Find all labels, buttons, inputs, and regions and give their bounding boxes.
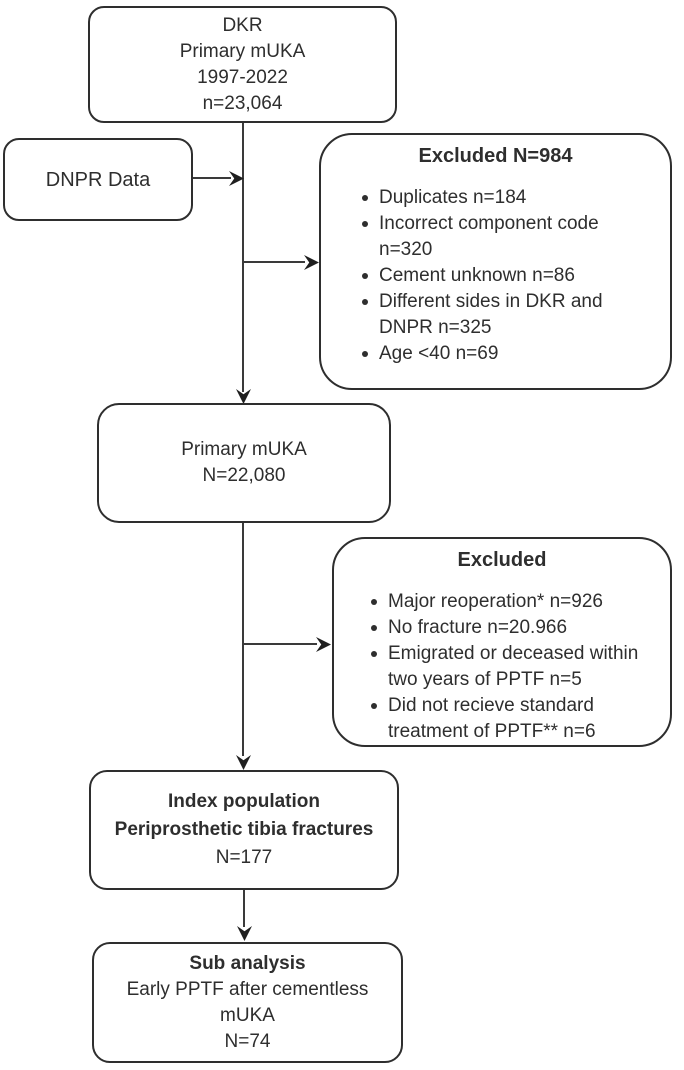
primary-muka-box: Primary mUKA N=22,080	[97, 403, 391, 523]
sub-analysis-line: mUKA	[220, 1004, 275, 1026]
excluded2-box: Excluded Major reoperation* n=926 No fra…	[332, 537, 672, 747]
excluded2-title: Excluded	[457, 549, 547, 571]
excluded2-bullet: Major reoperation* n=926	[368, 589, 650, 615]
dkr-line: n=23,064	[202, 92, 283, 114]
excluded1-bullet: Different sides in DKR and DNPR n=325	[359, 289, 641, 341]
excluded1-title: Excluded N=984	[418, 145, 573, 167]
excluded1-bullet-list: Duplicates n=184 Incorrect component cod…	[359, 185, 641, 367]
excluded1-bullet: Age <40 n=69	[359, 341, 641, 367]
index-count: N=177	[215, 847, 273, 868]
excluded1-bullet: Cement unknown n=86	[359, 263, 641, 289]
dkr-line: Primary mUKA	[179, 40, 306, 62]
dnpr-data-box: DNPR Data	[3, 138, 193, 221]
connector-dkr-to-primary	[242, 123, 244, 392]
arrowhead-into-sub-icon	[237, 926, 252, 941]
dkr-line: 1997-2022	[197, 66, 288, 88]
index-population-box: Index population Periprosthetic tibia fr…	[89, 770, 399, 890]
primary-line: Primary mUKA	[181, 439, 307, 460]
connector-to-excluded2	[244, 643, 317, 645]
sub-analysis-box: Sub analysis Early PPTF after cementless…	[92, 942, 403, 1063]
dkr-source-box: DKR Primary mUKA 1997-2022 n=23,064	[88, 6, 397, 123]
excluded2-bullet: Emigrated or deceased within two years o…	[368, 641, 650, 693]
sub-analysis-title: Sub analysis	[189, 952, 306, 974]
arrowhead-excluded1-icon	[304, 255, 319, 270]
index-title-line: Periprosthetic tibia fractures	[114, 819, 374, 840]
connector-primary-to-index	[242, 523, 244, 756]
dnpr-label: DNPR Data	[45, 168, 151, 191]
excluded1-bullet: Incorrect component code n=320	[359, 211, 641, 263]
index-title-line: Index population	[168, 791, 320, 812]
excluded2-bullet: No fracture n=20.966	[368, 615, 650, 641]
excluded1-bullet: Duplicates n=184	[359, 185, 641, 211]
sub-analysis-line: N=74	[224, 1030, 271, 1052]
excluded1-box: Excluded N=984 Duplicates n=184 Incorrec…	[319, 133, 672, 390]
arrowhead-into-index-icon	[236, 755, 251, 770]
dkr-line: DKR	[222, 14, 263, 36]
connector-dnpr-to-mainline	[193, 177, 231, 179]
arrowhead-excluded2-icon	[316, 637, 331, 652]
excluded2-bullet-list: Major reoperation* n=926 No fracture n=2…	[368, 589, 650, 745]
connector-to-excluded1	[244, 261, 305, 263]
excluded2-bullet: Did not recieve standard treatment of PP…	[368, 693, 650, 745]
primary-line: N=22,080	[202, 465, 286, 486]
connector-index-to-sub	[243, 890, 245, 927]
sub-analysis-line: Early PPTF after cementless	[126, 978, 369, 1000]
